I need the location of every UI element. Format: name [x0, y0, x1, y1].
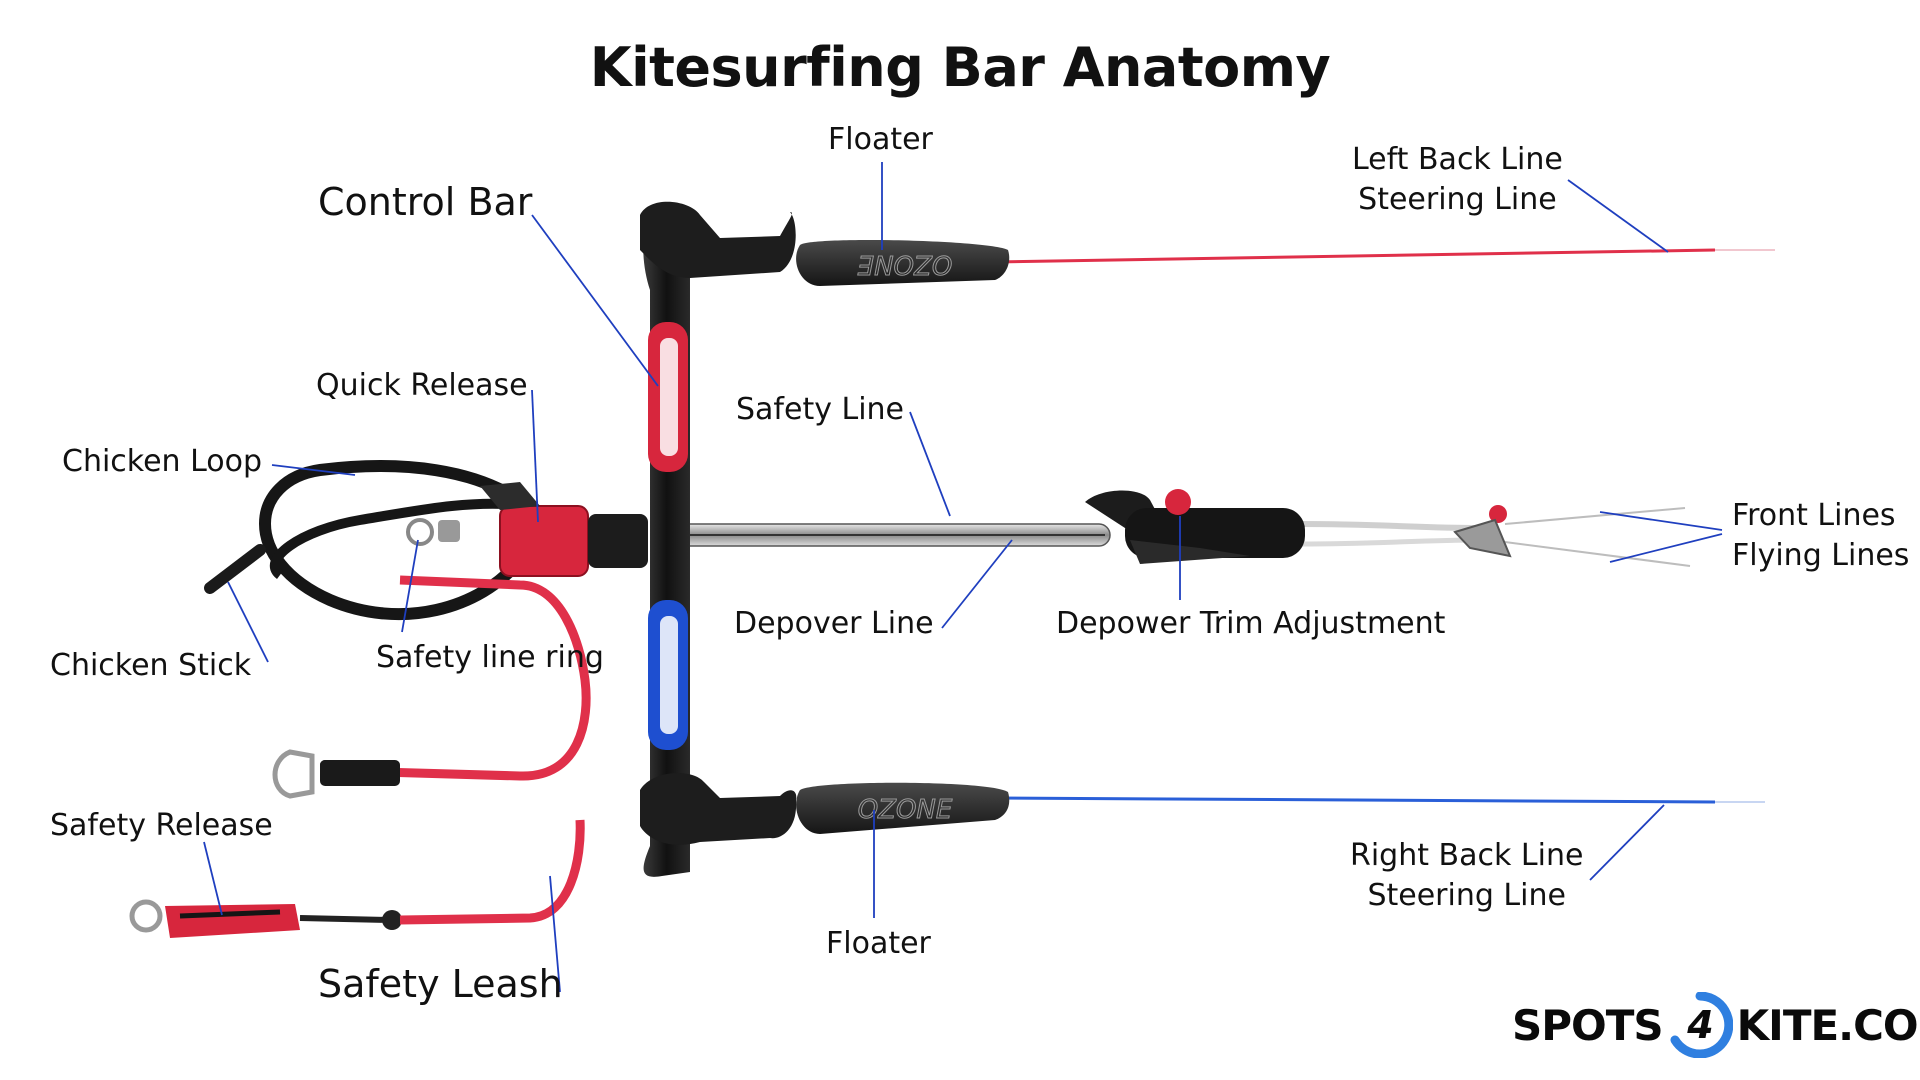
leader-safety-leash	[549, 875, 561, 993]
chicken-loop	[259, 460, 534, 621]
diagram-title: Kitesurfing Bar Anatomy	[589, 36, 1331, 99]
right-back-line	[994, 796, 1716, 804]
label-front-lines: Front Lines Flying Lines	[1732, 496, 1909, 576]
front-line-pigtail-2	[1299, 537, 1481, 547]
label-floater-bottom: Floater	[826, 926, 931, 961]
label-control-bar: Control Bar	[318, 180, 533, 224]
chicken-stick	[204, 544, 266, 594]
quick-release-cap	[480, 482, 540, 510]
floater-top-brand: OZONE	[857, 249, 952, 279]
front-line-upper	[1504, 507, 1686, 525]
leader-right-back-line	[1589, 804, 1665, 881]
label-flying-lines: Flying Lines	[1732, 538, 1910, 573]
safety-leash-lower-red	[399, 819, 585, 925]
floater-bottom-brand: OZONE	[858, 795, 953, 825]
label-safety-line-ring: Safety line ring	[376, 640, 604, 675]
label-safety-line: Safety Line	[736, 392, 905, 427]
floater-bottom-shape	[796, 782, 1010, 834]
left-back-line	[994, 248, 1716, 264]
label-right-back-line-name: Right Back Line	[1350, 838, 1584, 873]
label-chicken-loop: Chicken Loop	[62, 444, 263, 479]
label-safety-release: Safety Release	[50, 808, 273, 843]
leader-front-lines-lower	[1609, 533, 1723, 563]
safety-leash-lower-cord	[299, 915, 391, 923]
spots4kite-logo: SPOTS 4 KITE.COM	[1512, 990, 1920, 1060]
safety-line-ring-clip	[438, 520, 460, 542]
logo-text-right: KITE.COM	[1736, 1000, 1920, 1050]
label-depower-trim: Depower Trim Adjustment	[1056, 606, 1446, 641]
leader-safety-line-ring	[401, 539, 419, 633]
leader-quick-release	[531, 389, 539, 523]
leader-chicken-stick	[227, 581, 269, 663]
safety-release-handle	[165, 904, 300, 938]
label-depover-line: Depover Line	[734, 606, 934, 641]
safety-leash-cord	[379, 575, 591, 781]
label-left-back-line-name: Left Back Line	[1352, 142, 1563, 177]
logo-badge-icon: 4	[1670, 991, 1733, 1059]
depower-trim-ball	[1165, 489, 1191, 515]
label-front-lines-name: Front Lines	[1732, 498, 1896, 533]
chicken-loop-back	[269, 498, 521, 579]
quick-release-body	[499, 505, 589, 577]
safety-leash-ring-bottom	[129, 899, 163, 933]
logo-text-left: SPOTS	[1512, 1000, 1664, 1050]
control-bar-grip-bottom	[640, 772, 797, 845]
control-bar-red-inner	[660, 338, 678, 456]
label-left-steering-line: Steering Line	[1358, 182, 1557, 217]
floater-top-shape	[796, 239, 1010, 286]
label-right-back-line: Right Back Line Steering Line	[1350, 836, 1583, 916]
label-left-back-line: Left Back Line Steering Line	[1352, 140, 1563, 220]
leader-front-lines-upper	[1599, 511, 1723, 531]
label-safety-leash: Safety Leash	[318, 962, 563, 1006]
leader-safety-release	[203, 841, 223, 916]
label-right-steering-line: Steering Line	[1367, 878, 1566, 913]
front-line-pulley-ball	[1489, 505, 1507, 523]
front-line-pulley	[1453, 518, 1512, 558]
logo-badge: 4	[1667, 991, 1733, 1059]
label-chicken-stick: Chicken Stick	[50, 648, 252, 683]
safety-leash-knot	[382, 910, 402, 930]
front-line-pigtail	[1299, 521, 1481, 531]
safety-line-ring-shape	[406, 518, 434, 546]
leader-safety-line	[909, 411, 951, 517]
logo-badge-text: 4	[1686, 1003, 1712, 1047]
leader-depover-line	[941, 539, 1013, 629]
control-bar-blue-inner	[660, 616, 678, 734]
front-line-lower	[1504, 541, 1691, 567]
label-quick-release: Quick Release	[316, 368, 528, 403]
leader-chicken-loop	[271, 464, 356, 476]
safety-leash-carabiner	[272, 749, 315, 799]
depower-trim-strap	[1130, 540, 1250, 564]
control-bar-grip-top	[640, 201, 796, 278]
safety-release-stripe	[179, 909, 281, 919]
safety-leash-top-tab	[320, 760, 400, 786]
leader-control-bar	[531, 214, 659, 387]
leader-lines	[203, 162, 1723, 993]
quick-release-collar	[588, 514, 648, 568]
leader-left-back-line	[1567, 179, 1669, 253]
label-floater-top: Floater	[828, 122, 933, 157]
